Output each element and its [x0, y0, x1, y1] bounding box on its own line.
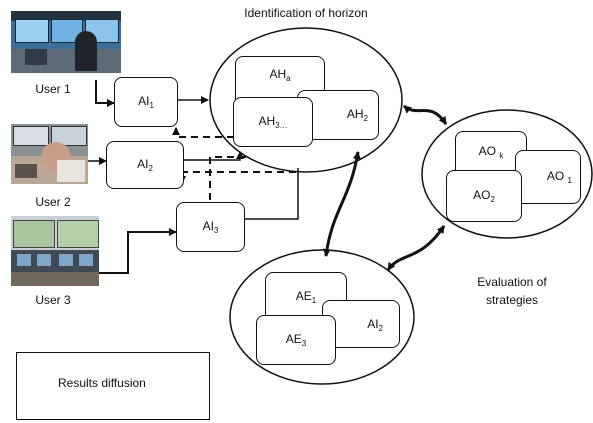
ai1-label: AI1 [138, 94, 154, 110]
ai3-label: AI3 [202, 219, 219, 235]
ao-2-box: AO2 [446, 170, 522, 222]
horizon-evaluation-link [322, 151, 361, 257]
dashed-diffusion-2 [206, 156, 246, 211]
ae-1-label: AE1 [295, 289, 317, 305]
ae-3-label: AE3 [285, 332, 307, 348]
user2-photo [11, 124, 88, 184]
ai3-to-horizon-line [245, 168, 299, 220]
user3-to-ai3-arrow [99, 228, 177, 274]
user3-photo [11, 216, 99, 286]
dashed-diffusion-3 [178, 171, 296, 184]
user2-label: User 2 [35, 195, 71, 209]
user3-label: User 3 [35, 293, 71, 307]
horizon-strategies-link [403, 104, 448, 125]
evaluation-label: Evaluation of strategies [477, 273, 546, 309]
ai2-to-horizon-line [184, 151, 244, 161]
ah-a-label: AHa [269, 67, 291, 83]
ai2-box: AI2 [106, 141, 184, 189]
ai2-label: AI2 [137, 157, 153, 173]
user1-photo [11, 11, 121, 73]
legend-results-diffusion: Results diffusion [58, 376, 146, 390]
legend-box [16, 352, 210, 420]
ao-1-box: AO 1 [515, 150, 581, 204]
ai1-box: AI1 [114, 77, 178, 127]
user1-to-ai1-arrow [95, 80, 115, 107]
ai-2-eval-label: AI2 [367, 317, 383, 333]
ao-k-label: AO k [478, 144, 504, 160]
evaluation-label-line1: Evaluation of [477, 275, 547, 289]
diagram-title: Identification of horizon [244, 6, 368, 20]
dashed-diffusion-1 [172, 127, 246, 138]
ah-3-box: AH3… [233, 97, 313, 147]
ao-2-label: AO2 [473, 188, 495, 204]
ah-3-label: AH3… [258, 114, 288, 130]
ai3-box: AI3 [176, 202, 245, 252]
ae-3-box: AE3 [256, 315, 336, 365]
ao-1-label: AO 1 [546, 169, 572, 185]
ah-2-label: AH2 [346, 107, 368, 123]
user1-label: User 1 [35, 82, 71, 96]
evaluation-label-line2: strategies [485, 293, 539, 307]
strategies-evaluation-link [386, 225, 446, 271]
